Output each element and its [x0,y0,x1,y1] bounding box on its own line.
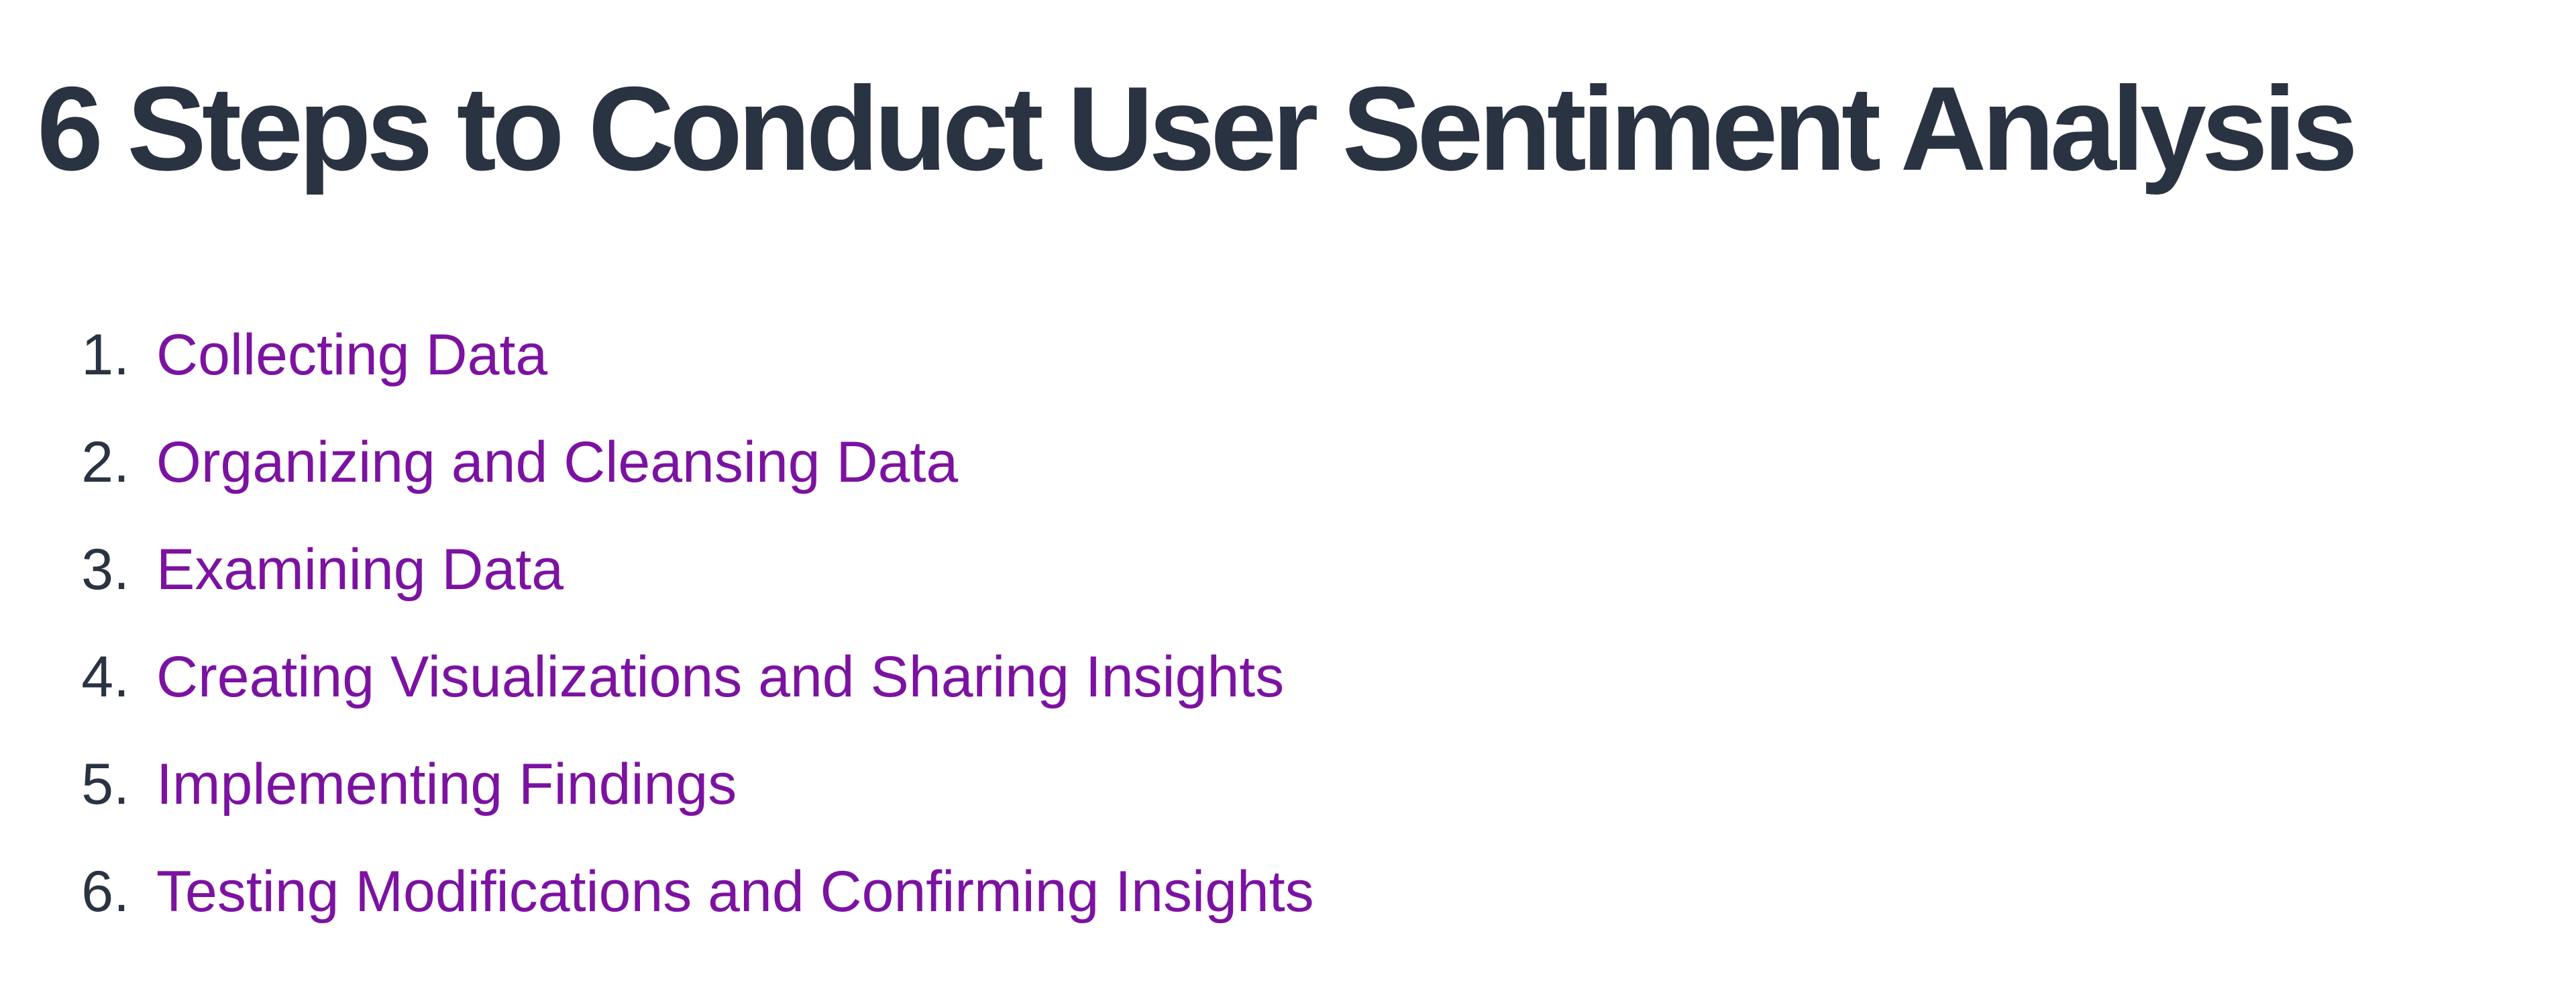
step-item-creating-visualizations: 4. Creating Visualizations and Sharing I… [37,623,2576,731]
step-link-testing-modifications[interactable]: Testing Modifications and Confirming Ins… [156,859,1314,924]
step-link-organizing-cleansing-data[interactable]: Organizing and Cleansing Data [156,429,959,494]
article-page: 6 Steps to Conduct User Sentiment Analys… [0,57,2576,997]
step-number: 5. [81,751,129,817]
step-number: 4. [81,644,129,709]
step-item-examining-data: 3. Examining Data [37,516,2576,623]
step-number: 6. [81,859,129,924]
step-link-implementing-findings[interactable]: Implementing Findings [156,751,737,817]
step-number: 2. [81,429,129,494]
step-number: 1. [81,322,129,387]
step-item-collecting-data: 1. Collecting Data [37,301,2576,409]
step-item-organizing-cleansing-data: 2. Organizing and Cleansing Data [37,409,2576,516]
step-item-implementing-findings: 5. Implementing Findings [37,731,2576,838]
step-link-collecting-data[interactable]: Collecting Data [156,322,548,387]
step-number: 3. [81,537,129,602]
step-link-creating-visualizations[interactable]: Creating Visualizations and Sharing Insi… [156,644,1285,709]
step-item-testing-modifications: 6. Testing Modifications and Confirming … [37,838,2576,945]
steps-list: 1. Collecting Data 2. Organizing and Cle… [37,301,2576,945]
page-title: 6 Steps to Conduct User Sentiment Analys… [37,62,2358,195]
step-link-examining-data[interactable]: Examining Data [156,537,564,602]
